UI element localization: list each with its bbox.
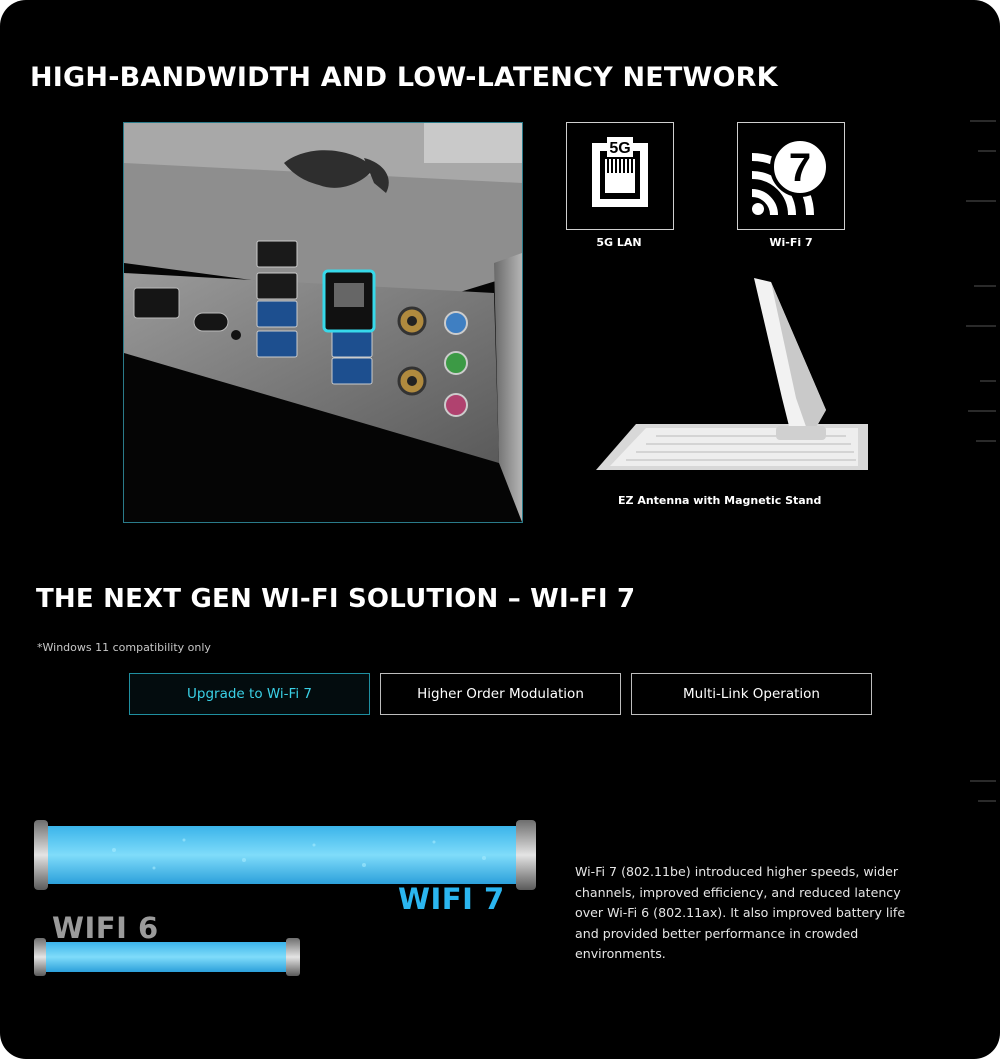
lan-label: 5G LAN — [596, 236, 642, 249]
lan-port-icon: 5G — [566, 122, 674, 230]
wifi6-label: WIFI 6 — [52, 911, 159, 945]
lan-badge-text: 5G — [609, 140, 630, 157]
wifi6-bandwidth-tube — [34, 938, 302, 976]
wifi7-description: Wi-Fi 7 (802.11be) introduced higher spe… — [575, 864, 906, 962]
antenna-caption: EZ Antenna with Magnetic Stand — [618, 494, 822, 507]
wifi-7-label: Wi-Fi 7 — [769, 236, 813, 249]
tab-upgrade-wifi7[interactable]: Upgrade to Wi-Fi 7 — [129, 673, 370, 715]
wifi7-bandwidth-tube — [34, 820, 539, 890]
io-panel-image — [123, 122, 523, 523]
section-title-wifi: THE NEXT GEN WI-FI SOLUTION – WI-FI 7 — [36, 584, 636, 614]
tab-multi-link-operation[interactable]: Multi-Link Operation — [631, 673, 872, 715]
section-title-network: HIGH-BANDWIDTH AND LOW-LATENCY NETWORK — [30, 62, 778, 93]
compatibility-note: *Windows 11 compatibility only — [37, 641, 211, 654]
wifi-7-icon: 7 — [737, 122, 845, 230]
edge-decoration — [954, 80, 1000, 1059]
wifi-badge-text: 7 — [789, 146, 811, 190]
wifi7-label: WIFI 7 — [398, 882, 505, 916]
ez-antenna-image — [596, 278, 868, 472]
tab-higher-order-modulation[interactable]: Higher Order Modulation — [380, 673, 621, 715]
